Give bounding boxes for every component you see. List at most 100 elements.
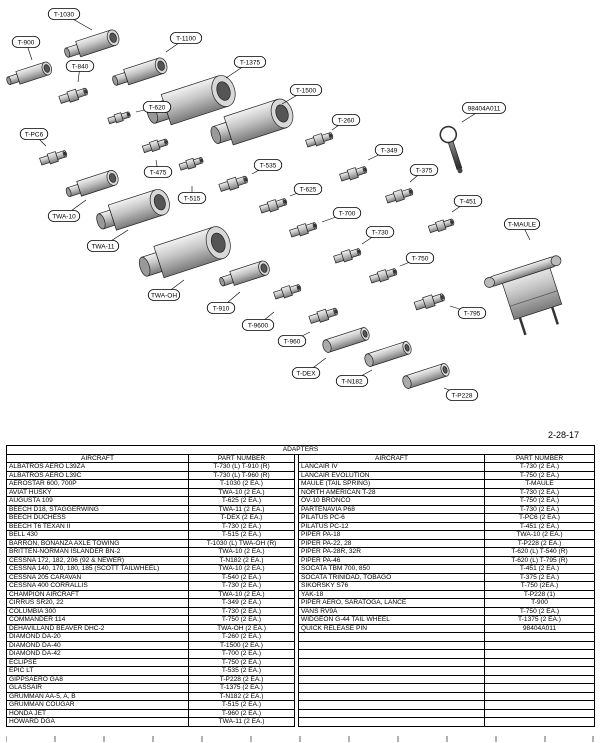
left-part-number-cell: TWA-11 (2 EA.)	[188, 504, 295, 514]
left-aircraft-cell: DIAMOND DA-40	[6, 640, 189, 650]
left-aircraft-cell: BRITTEN-NORMAN ISLANDER BN-2	[6, 547, 189, 557]
left-aircraft-cell: DIAMOND DA-20	[6, 632, 189, 642]
callout-t-n182: T-N182	[335, 375, 369, 387]
callout-t-pc6: T-PC6	[19, 128, 49, 140]
left-aircraft-cell: EPIC LT	[6, 666, 189, 676]
callout-t-1500: T-1500	[289, 84, 323, 96]
callout-t-349: T-349	[374, 144, 404, 156]
left-aircraft-cell: CESSNA 205 CARAVAN	[6, 572, 189, 582]
left-part-number-cell: TWA-OH (2 EA.)	[188, 623, 295, 633]
part-t-pc6-illustration	[39, 150, 68, 166]
right-aircraft-cell: QUICK RELEASE PIN	[298, 623, 485, 633]
left-part-number-cell: T-535 (2 EA.)	[188, 666, 295, 676]
part-t-795-illustration	[413, 293, 445, 311]
part-t-625-illustration	[259, 198, 288, 214]
callout-twa-10: TWA-10	[47, 210, 81, 222]
left-aircraft-cell: GRUMMAN AA-5, A, B	[6, 691, 189, 701]
page-edge-ticks	[6, 736, 594, 742]
callout-label: T-515	[184, 195, 201, 202]
right-part-number-cell: T-375 (2 EA.)	[484, 572, 595, 582]
right-part-number-cell	[484, 683, 595, 693]
left-part-number-cell: T-730 (L) T-960 (R)	[188, 470, 295, 480]
right-aircraft-cell: MAULE (TAIL SPRING)	[298, 479, 485, 489]
callout-t-910: T-910	[206, 302, 236, 314]
right-part-number-cell: T-750 (2 EA.)	[484, 470, 595, 480]
revision-date: 2-28-17	[548, 430, 580, 440]
left-aircraft-cell: AUGUSTA 109	[6, 496, 189, 506]
right-part-number-cell	[484, 666, 595, 676]
left-aircraft-cell: DIAMOND DA-42	[6, 649, 189, 659]
part-t-1030-illustration	[64, 29, 120, 58]
callout-t-dex: T-DEX	[291, 367, 321, 379]
left-part-number-cell: TWA-10 (2 EA.)	[188, 564, 295, 574]
right-part-number-cell: T-730 (2 EA.)	[484, 462, 595, 472]
callout-label: T-840	[72, 63, 89, 70]
right-aircraft-cell	[298, 632, 485, 642]
right-aircraft-cell: SOCATA TBM 700, 850	[298, 564, 485, 574]
left-aircraft-cell: BARRON, BONANZA AXLE TOWING	[6, 538, 189, 548]
callout-t-750: T-750	[405, 252, 435, 264]
left-aircraft-cell: BEECH T6 TEXAN II	[6, 521, 189, 531]
callout-t-1030: T-1030	[47, 8, 81, 20]
part-t-dex-illustration	[322, 327, 370, 353]
left-part-number-cell: TWA-10 (2 EA.)	[188, 589, 295, 599]
callout-label: T-910	[213, 305, 230, 312]
right-part-number-cell	[484, 649, 595, 659]
callout-label: T-795	[464, 310, 481, 317]
right-aircraft-cell	[298, 674, 485, 684]
right-aircraft-cell	[298, 640, 485, 650]
table-title: ADAPTERS	[6, 445, 595, 455]
left-aircraft-cell: HOWARD DGA	[6, 717, 189, 727]
part-t-451-illustration	[427, 218, 455, 234]
right-part-number-cell: TWA-10 (2 EA.)	[484, 530, 595, 540]
left-aircraft-cell: CESSNA 172, 182, 206 (92 & NEWER)	[6, 555, 189, 565]
table-row: CESSNA 140, 170, 180, 185 (SCOTT TAILWHE…	[6, 564, 595, 574]
adapters-table-container: ADAPTERS AIRCRAFT PART NUMBER AIRCRAFT P…	[6, 445, 595, 727]
right-part-number-cell: 98404A011	[484, 623, 595, 633]
left-part-number-cell: T-1375 (2 EA.)	[188, 683, 295, 693]
right-part-number-cell	[484, 657, 595, 667]
callout-label: T-1500	[296, 87, 317, 94]
right-part-number-cell: T-P228 (1)	[484, 589, 595, 599]
left-part-number-cell: T-700 (2 EA.)	[188, 649, 295, 659]
table-row: CESSNA 172, 182, 206 (92 & NEWER)T-N182 …	[6, 555, 595, 565]
callout-label: 98404A011	[468, 105, 501, 112]
part-t-1100-illustration	[112, 57, 168, 86]
callout-t-535: T-535	[253, 159, 283, 171]
callout-label: T-750	[412, 255, 429, 262]
callout-label: T-N182	[341, 378, 363, 385]
callout-t-475: T-475	[143, 166, 173, 178]
callout-label: T-730	[372, 229, 389, 236]
right-aircraft-cell: SIKORSKY S76	[298, 581, 485, 591]
callout-t-700: T-700	[332, 207, 362, 219]
right-part-number-cell	[484, 640, 595, 650]
callout-twa-11: TWA-11	[86, 240, 120, 252]
right-part-number-cell: T-750 (2 EA.)	[484, 606, 595, 616]
left-aircraft-cell: BEECH DUCHESS	[6, 513, 189, 523]
right-part-number-cell: T-730 (2 EA.)	[484, 487, 595, 497]
callout-t-260: T-260	[331, 114, 361, 126]
left-part-number-cell: T-730 (2 EA.)	[188, 581, 295, 591]
part-t-n182-illustration	[364, 341, 412, 367]
callout-label: T-625	[300, 186, 317, 193]
left-aircraft-cell: ECLIPSE	[6, 657, 189, 667]
part-t-p228-illustration	[402, 363, 450, 389]
left-aircraft-cell: CHAMPION AIRCRAFT	[6, 589, 189, 599]
right-aircraft-cell: PILATUS PC-12	[298, 521, 485, 531]
right-part-number-cell: T-1375 (2 EA.)	[484, 615, 595, 625]
callout-label: T-1375	[240, 59, 261, 66]
left-aircraft-cell: GRUMMAN COUGAR	[6, 700, 189, 710]
callout-label: T-535	[260, 162, 277, 169]
part-t-730-illustration	[333, 248, 362, 264]
callout-label: T-900	[18, 39, 35, 46]
